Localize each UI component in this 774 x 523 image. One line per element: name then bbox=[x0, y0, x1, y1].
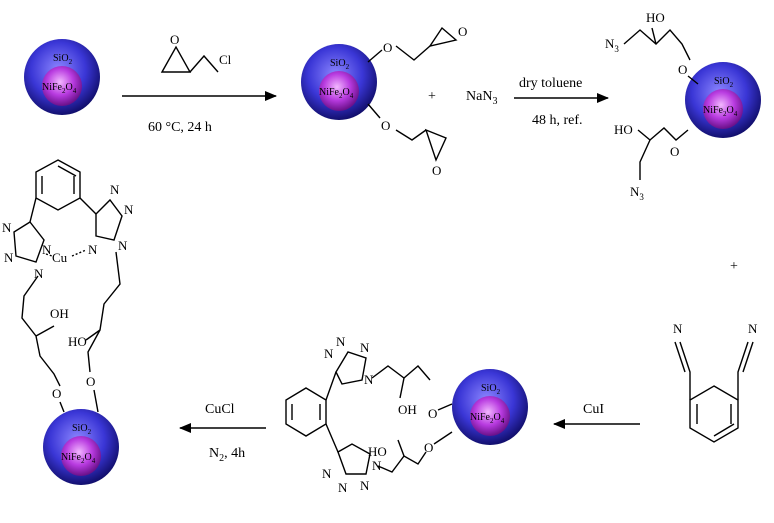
svg-text:O: O bbox=[381, 118, 390, 133]
step2-solvent: dry toluene bbox=[519, 76, 582, 91]
oxygen-label: O bbox=[170, 32, 179, 47]
svg-text:OH: OH bbox=[398, 402, 417, 417]
svg-text:SiO2: SiO2 bbox=[714, 76, 734, 89]
svg-text:N: N bbox=[4, 250, 14, 265]
svg-text:O: O bbox=[424, 440, 433, 455]
svg-text:SiO2: SiO2 bbox=[481, 383, 501, 396]
svg-text:N: N bbox=[360, 478, 370, 493]
svg-text:O: O bbox=[383, 40, 392, 55]
plus-sign-2: + bbox=[730, 259, 738, 274]
bistetrazole-ligand: N N N N OH O N N N N HO O bbox=[285, 334, 453, 495]
svg-text:HO: HO bbox=[614, 122, 633, 137]
svg-text:HO: HO bbox=[368, 444, 387, 459]
svg-text:N: N bbox=[110, 182, 120, 197]
svg-text:O: O bbox=[432, 163, 441, 178]
azido-alcohol-arms: N3 HO O HO O N3 bbox=[605, 10, 699, 202]
svg-text:O: O bbox=[678, 62, 687, 77]
nanoparticle-bistetrazole: SiO2 NiFe2O4 bbox=[452, 369, 528, 445]
svg-text:HO: HO bbox=[68, 334, 87, 349]
svg-text:N: N bbox=[673, 321, 683, 336]
svg-text:O: O bbox=[670, 144, 679, 159]
svg-text:N: N bbox=[42, 242, 52, 257]
svg-text:N3: N3 bbox=[630, 184, 644, 202]
nanoparticle-bare: SiO2 NiFe2O4 bbox=[24, 39, 100, 115]
svg-text:N: N bbox=[324, 346, 334, 361]
svg-text:NiFe2O4: NiFe2O4 bbox=[470, 412, 505, 425]
svg-text:O: O bbox=[86, 374, 95, 389]
svg-text:NiFe2O4: NiFe2O4 bbox=[703, 105, 738, 118]
nanoparticle-cu-complex: SiO2 NiFe2O4 bbox=[43, 409, 119, 485]
svg-text:N: N bbox=[2, 220, 12, 235]
svg-text:N3: N3 bbox=[605, 36, 619, 54]
epichlorohydrin-structure: O Cl bbox=[160, 32, 232, 73]
step2-time: 48 h, ref. bbox=[532, 113, 583, 128]
svg-text:N: N bbox=[322, 466, 332, 481]
svg-text:O: O bbox=[52, 386, 61, 401]
svg-text:O: O bbox=[458, 24, 467, 39]
svg-text:N: N bbox=[338, 480, 348, 495]
chlorine-label: Cl bbox=[219, 52, 232, 67]
nanoparticle-epoxide: SiO2 NiFe2O4 bbox=[301, 44, 377, 120]
epoxide-arms: O O O O bbox=[367, 24, 467, 178]
phthalonitrile-structure: N N bbox=[673, 321, 758, 443]
svg-text:N: N bbox=[360, 340, 370, 355]
svg-text:N: N bbox=[336, 334, 346, 349]
svg-text:N: N bbox=[88, 242, 98, 257]
plus-sign-1: + bbox=[428, 89, 436, 104]
svg-text:N: N bbox=[364, 372, 374, 387]
step1-conditions: 60 °C, 24 h bbox=[148, 120, 212, 135]
svg-text:NiFe2O4: NiFe2O4 bbox=[319, 87, 354, 100]
svg-text:N: N bbox=[34, 266, 44, 281]
svg-text:N: N bbox=[124, 202, 134, 217]
cu-bistetrazole-complex: N N N N N N N N Cu OH O HO O bbox=[2, 159, 134, 413]
svg-text:N: N bbox=[118, 238, 128, 253]
svg-text:SiO2: SiO2 bbox=[53, 53, 73, 66]
svg-text:SiO2: SiO2 bbox=[72, 423, 92, 436]
step4-reagent: CuCl bbox=[205, 402, 235, 417]
step3-reagent: CuI bbox=[583, 402, 604, 417]
sodium-azide-label: NaN3 bbox=[466, 89, 497, 107]
step4-conditions: N2, 4h bbox=[209, 446, 245, 464]
svg-text:HO: HO bbox=[646, 10, 665, 25]
svg-text:N: N bbox=[372, 458, 382, 473]
svg-text:SiO2: SiO2 bbox=[330, 58, 350, 71]
nanoparticle-azide: SiO2 NiFe2O4 bbox=[685, 62, 761, 138]
svg-text:NiFe2O4: NiFe2O4 bbox=[61, 452, 96, 465]
copper-label: Cu bbox=[52, 250, 68, 265]
svg-text:NiFe2O4: NiFe2O4 bbox=[42, 82, 77, 95]
svg-text:N: N bbox=[748, 321, 758, 336]
svg-text:O: O bbox=[428, 406, 437, 421]
svg-text:OH: OH bbox=[50, 306, 69, 321]
